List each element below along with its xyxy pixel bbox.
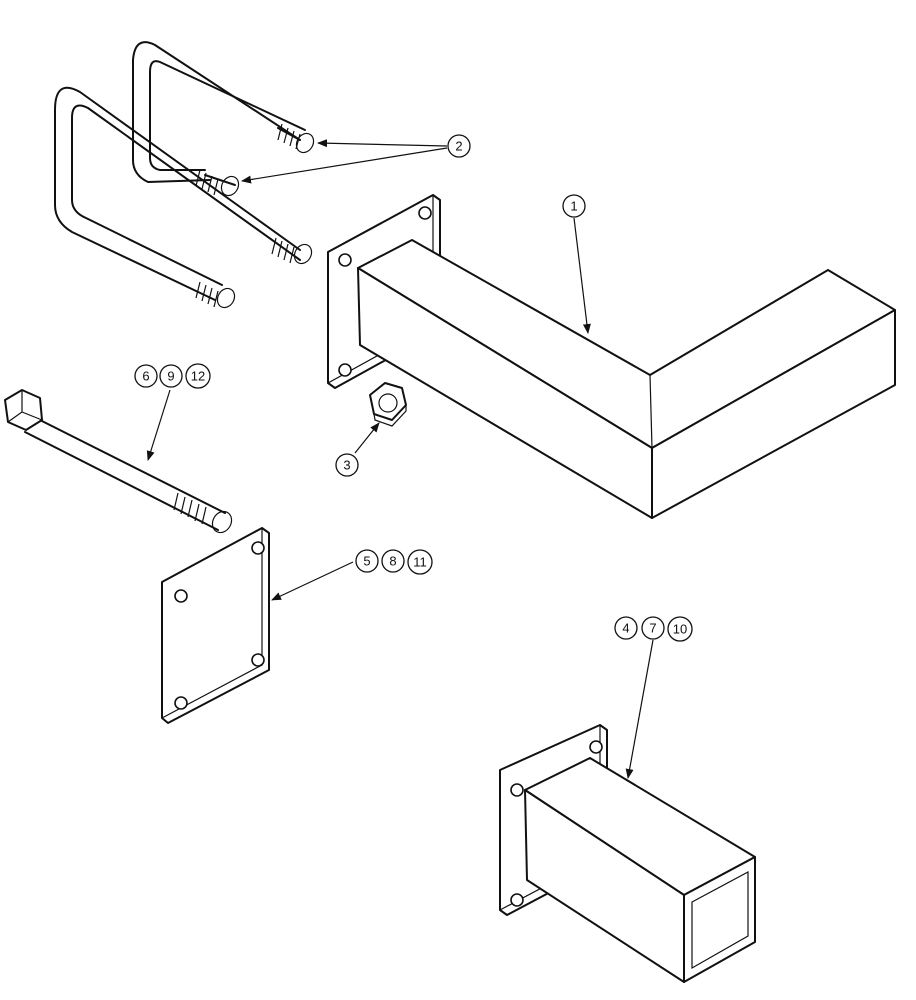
hex-nut (369, 382, 407, 427)
callout-4: 4 (622, 621, 629, 636)
mounting-arm-assembly (327, 194, 896, 519)
callout-6: 6 (142, 369, 149, 384)
leader-2b (241, 147, 448, 184)
u-bolt-back (132, 41, 315, 183)
leader-1 (573, 217, 591, 334)
flange-plate (161, 527, 270, 724)
hex-bolt (4, 389, 233, 534)
leader-4-7-10 (625, 639, 654, 779)
callout-11: 11 (413, 555, 427, 570)
u-bolt-front (54, 86, 313, 309)
callout-12: 12 (191, 369, 205, 384)
callout-2: 2 (447, 134, 471, 158)
leader-5-8-11 (271, 561, 354, 601)
callout-8: 8 (389, 554, 396, 569)
svg-text:2: 2 (455, 139, 462, 154)
callout-1: 1 (562, 194, 586, 218)
u-bolt-front-thread-upper (271, 237, 313, 265)
callout-7: 7 (649, 621, 656, 636)
leader-lines (146, 139, 654, 779)
u-bolt-front-thread-mid (195, 169, 240, 197)
u-bolt-front-thread-lower (195, 281, 236, 309)
leader-2a (317, 139, 448, 148)
callout-group-4-7-10: 4 7 10 (614, 616, 693, 642)
callout-group-5-8-11: 5 8 11 (355, 549, 433, 575)
u-bolt-back-thread-top (277, 123, 315, 154)
svg-text:3: 3 (343, 458, 350, 473)
callout-10: 10 (673, 622, 687, 637)
callout-9: 9 (167, 369, 174, 384)
hex-bolt-thread (173, 492, 233, 534)
callout-group-6-9-12: 6 9 12 (134, 363, 211, 389)
callout-5: 5 (363, 554, 370, 569)
callout-3: 3 (335, 453, 359, 477)
short-tube-body (524, 757, 756, 983)
leader-6-9-12 (146, 389, 171, 461)
leader-3 (354, 422, 380, 454)
arm-tube (357, 239, 896, 519)
svg-text:1: 1 (570, 199, 577, 214)
short-tube-assembly (499, 724, 756, 983)
